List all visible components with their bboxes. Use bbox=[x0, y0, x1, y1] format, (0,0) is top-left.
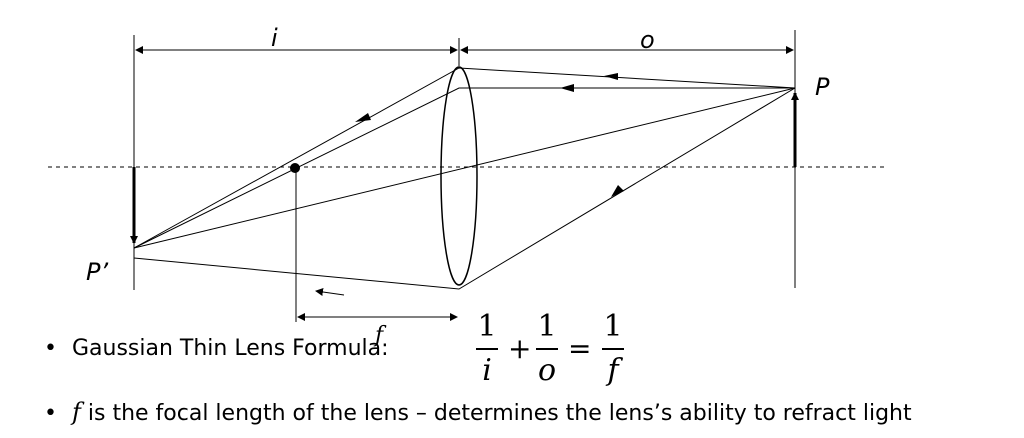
ray-arrow-diagonal bbox=[611, 185, 624, 197]
label-P-prime: P’ bbox=[86, 258, 108, 286]
ray-arrow-top bbox=[604, 73, 618, 80]
plus-sign: + bbox=[508, 332, 532, 365]
fraction-denominator: f bbox=[607, 353, 619, 388]
bullet1-text: Gaussian Thin Lens Formula: bbox=[72, 336, 389, 361]
lens bbox=[440, 66, 478, 286]
fraction-bar bbox=[602, 348, 624, 350]
bullet-marker: • bbox=[44, 401, 57, 426]
fraction-numerator: 1 bbox=[603, 309, 623, 344]
fraction-denominator: i bbox=[482, 353, 492, 388]
fraction-bar bbox=[536, 348, 558, 350]
fraction-numerator: 1 bbox=[537, 309, 557, 344]
fraction-denominator: o bbox=[537, 353, 557, 388]
ray-central bbox=[133, 87, 796, 249]
focal-point bbox=[290, 163, 300, 173]
fraction-numerator: 1 bbox=[477, 309, 497, 344]
ray-arrow-parallel bbox=[560, 84, 574, 92]
bullet2-variable: f bbox=[72, 398, 81, 426]
ray-bottom bbox=[133, 87, 796, 290]
ray-arrow-left bbox=[355, 113, 371, 122]
label-i: i bbox=[271, 24, 278, 52]
bullet-focal-length: • f is the focal length of the lens – det… bbox=[44, 398, 912, 426]
bullet-marker: • bbox=[44, 336, 57, 361]
equals-sign: = bbox=[568, 332, 592, 365]
label-o: o bbox=[640, 26, 655, 54]
focal-direction-arrow bbox=[315, 288, 345, 296]
label-P: P bbox=[815, 73, 830, 101]
ray-parallel bbox=[133, 87, 795, 249]
bullet-gaussian-formula: • Gaussian Thin Lens Formula: bbox=[44, 336, 389, 361]
fraction-bar bbox=[476, 348, 498, 350]
ray-top bbox=[133, 67, 796, 249]
thin-lens-formula: 1 i + 1 o = 1 f bbox=[470, 310, 640, 392]
bullet2-text: is the focal length of the lens – determ… bbox=[80, 401, 912, 426]
